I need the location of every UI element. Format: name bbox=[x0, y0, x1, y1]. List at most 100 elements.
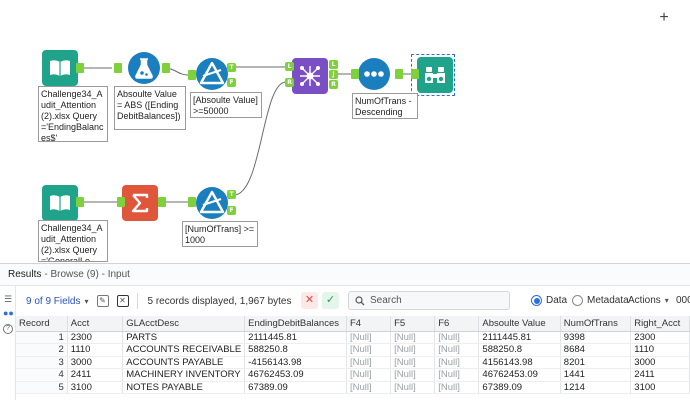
table-cell: [Null] bbox=[346, 368, 392, 382]
deselect-icon[interactable]: ✕ bbox=[116, 295, 129, 307]
filter1-false-anchor[interactable]: F bbox=[227, 78, 236, 87]
search-input[interactable] bbox=[370, 295, 500, 306]
table-cell: 1110 bbox=[630, 343, 690, 357]
input1-output-anchor[interactable] bbox=[76, 63, 84, 73]
join-right-output-anchor[interactable]: R bbox=[329, 80, 338, 89]
binoculars-icon bbox=[425, 67, 445, 83]
table-row[interactable]: 2 1110 ACCOUNTS RECEIVABLE 588250.8 [Nul… bbox=[16, 343, 690, 357]
input2-output-anchor[interactable] bbox=[76, 197, 84, 207]
results-pane: Results - Browse (9) - Input ☰ ●● ? 9 of… bbox=[0, 263, 690, 400]
table-cell: 9398 bbox=[560, 331, 632, 344]
filter2-input-anchor[interactable] bbox=[188, 197, 196, 207]
join-right-anchor[interactable]: R bbox=[285, 78, 294, 87]
table-cell: 2411 bbox=[67, 368, 124, 382]
summarize-output-anchor[interactable] bbox=[158, 197, 166, 207]
zoom-in-button[interactable]: + bbox=[659, 9, 669, 26]
table-cell: [Null] bbox=[346, 343, 392, 357]
table-cell: [Null] bbox=[434, 381, 480, 394]
chevron-down-icon: ▾ bbox=[664, 296, 669, 305]
column-header-acct[interactable]: Acct bbox=[67, 316, 124, 332]
formula-input-anchor[interactable] bbox=[114, 63, 122, 73]
summarize-tool[interactable] bbox=[122, 185, 158, 221]
join-join-output-anchor[interactable]: J bbox=[329, 70, 338, 79]
formula-tool[interactable] bbox=[126, 50, 162, 86]
sort-dots-icon bbox=[358, 58, 390, 90]
table-cell: ACCOUNTS RECEIVABLE bbox=[122, 343, 246, 357]
column-header-record[interactable]: Record bbox=[16, 316, 68, 332]
table-cell: [Null] bbox=[434, 331, 480, 344]
table-cell: [Null] bbox=[390, 356, 436, 369]
table-cell: 2111445.81 bbox=[478, 331, 561, 344]
list-view-icon[interactable]: ☰ bbox=[3, 294, 13, 304]
column-header-f4[interactable]: F4 bbox=[346, 316, 392, 332]
cancel-search-button[interactable]: ✕ bbox=[301, 292, 318, 309]
table-cell: [Null] bbox=[390, 381, 436, 394]
table-cell: 2411 bbox=[630, 368, 690, 382]
chevron-down-icon: ▾ bbox=[84, 296, 89, 306]
fields-dropdown-label: 9 of 9 Fields bbox=[26, 295, 81, 307]
filter1-input-anchor[interactable] bbox=[188, 70, 196, 80]
table-cell: [Null] bbox=[434, 356, 480, 369]
table-row[interactable]: 3 3000 ACCOUNTS PAYABLE -4156143.98 [Nul… bbox=[16, 356, 690, 369]
edit-icon[interactable]: ✎ bbox=[96, 295, 109, 307]
apply-search-button[interactable]: ✓ bbox=[322, 292, 339, 309]
metadata-view-radio[interactable]: Metadata bbox=[572, 295, 629, 306]
filter-tool-2[interactable] bbox=[194, 185, 230, 221]
table-cell: [Null] bbox=[434, 343, 480, 357]
browse-tool[interactable] bbox=[417, 57, 453, 93]
summarize-input-anchor[interactable] bbox=[117, 197, 125, 207]
workflow-canvas[interactable]: T F L R L J R Challenge34_Audit_A bbox=[0, 0, 690, 262]
table-row[interactable]: 5 3100 NOTES PAYABLE 67389.09 [Null] [Nu… bbox=[16, 381, 690, 394]
table-cell: 4156143.98 bbox=[478, 356, 561, 369]
join-left-anchor[interactable]: L bbox=[285, 62, 294, 71]
table-cell: 46762453.09 bbox=[244, 368, 347, 382]
data-view-radio[interactable]: Data bbox=[531, 295, 567, 306]
table-cell: 8684 bbox=[560, 343, 632, 357]
table-cell: 2 bbox=[16, 343, 68, 357]
help-icon[interactable]: ? bbox=[3, 324, 13, 334]
filter1-true-anchor[interactable]: T bbox=[227, 63, 236, 72]
table-cell: 588250.8 bbox=[478, 343, 561, 357]
table-cell: [Null] bbox=[390, 368, 436, 382]
filter-tool-1[interactable] bbox=[194, 56, 230, 92]
sort-tool[interactable] bbox=[356, 56, 392, 92]
sort-annotation: NumOfTrans - Descending bbox=[352, 93, 418, 119]
input-data-tool[interactable] bbox=[42, 50, 78, 86]
column-header-endingdebitbalances[interactable]: EndingDebitBalances bbox=[244, 316, 347, 332]
actions-dropdown[interactable]: Actions ▾ bbox=[628, 295, 669, 306]
column-header-numoftrans[interactable]: NumOfTrans bbox=[560, 316, 632, 332]
fields-dropdown[interactable]: 9 of 9 Fields ▾ bbox=[26, 296, 89, 307]
table-cell: 3100 bbox=[67, 381, 124, 394]
results-grid[interactable]: Record Acct GLAcctDesc EndingDebitBalanc… bbox=[16, 316, 690, 400]
table-cell: NOTES PAYABLE bbox=[122, 381, 246, 394]
table-row[interactable]: 4 2411 MACHINERY INVENTORY 46762453.09 [… bbox=[16, 368, 690, 382]
filter2-false-anchor[interactable]: F bbox=[227, 206, 236, 215]
column-header-f6[interactable]: F6 bbox=[434, 316, 480, 332]
table-cell: 3 bbox=[16, 356, 68, 369]
table-cell: [Null] bbox=[346, 331, 392, 344]
join-tool[interactable] bbox=[292, 58, 328, 94]
table-cell: 67389.09 bbox=[478, 381, 561, 394]
results-toolbar: 9 of 9 Fields ▾ ✎ ✕ 5 records displayed,… bbox=[16, 286, 690, 316]
table-cell: MACHINERY INVENTORY bbox=[122, 368, 246, 382]
table-cell: 5 bbox=[16, 381, 68, 394]
results-side-rail: ☰ ●● ? bbox=[0, 286, 16, 400]
filter2-true-anchor[interactable]: T bbox=[227, 190, 236, 199]
join-left-output-anchor[interactable]: L bbox=[329, 60, 338, 69]
table-row[interactable]: 1 2300 PARTS 2111445.81 [Null] [Null] [N… bbox=[16, 331, 690, 344]
column-header-right-acct[interactable]: Right_Acct bbox=[630, 316, 690, 332]
join-icon bbox=[300, 66, 320, 86]
sort-output-anchor[interactable] bbox=[395, 69, 403, 79]
table-cell: 2300 bbox=[630, 331, 690, 344]
results-body: ☰ ●● ? 9 of 9 Fields ▾ ✎ ✕ 5 records dis… bbox=[0, 286, 690, 400]
input-data-tool-2[interactable] bbox=[42, 185, 78, 221]
sort-input-anchor[interactable] bbox=[351, 69, 359, 79]
toolbar-divider bbox=[136, 293, 138, 309]
column-header-f5[interactable]: F5 bbox=[390, 316, 436, 332]
input2-annotation: Challenge34_Audit_Attention (2).xlsx Que… bbox=[38, 220, 108, 262]
browse-input-anchor[interactable] bbox=[411, 69, 419, 79]
formula-output-anchor[interactable] bbox=[162, 63, 170, 73]
column-header-absoulte-value[interactable]: Absoulte Value bbox=[478, 316, 561, 332]
column-header-glacctdesc[interactable]: GLAcctDesc bbox=[122, 316, 246, 332]
binoculars-view-icon[interactable]: ●● bbox=[3, 308, 14, 318]
